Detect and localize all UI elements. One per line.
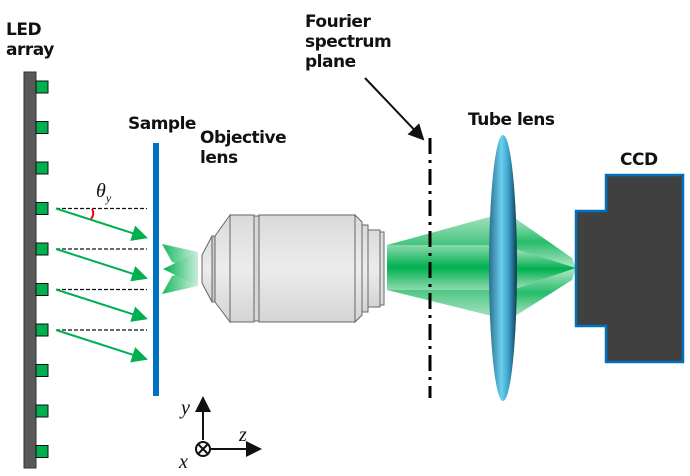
led-label-line2: array bbox=[6, 40, 54, 60]
illumination-rays bbox=[55, 207, 148, 363]
objective-label-line1: Objective bbox=[200, 128, 287, 148]
objective-lens bbox=[201, 213, 385, 324]
theta-label: θy bbox=[96, 180, 111, 206]
led bbox=[35, 80, 49, 94]
led bbox=[35, 364, 49, 377]
tube-lens bbox=[489, 135, 517, 401]
led bbox=[35, 121, 49, 134]
led bbox=[35, 404, 49, 418]
fourier-label-line2: spectrum bbox=[305, 32, 392, 52]
led bbox=[35, 283, 49, 296]
led-label-line1: LED bbox=[6, 20, 42, 40]
ccd-label: CCD bbox=[620, 150, 658, 170]
fourier-pointer-arrow bbox=[364, 77, 425, 141]
led bbox=[35, 323, 49, 337]
ccd-camera bbox=[574, 173, 685, 364]
led-array-label: LED array bbox=[6, 20, 54, 60]
led bbox=[35, 242, 49, 256]
axis-y-label: y bbox=[181, 397, 190, 419]
illumination-ray bbox=[55, 288, 148, 322]
converging-beam bbox=[512, 216, 576, 268]
illumination-ray bbox=[55, 207, 148, 241]
theta-symbol: θ bbox=[96, 180, 106, 202]
scatter-cone-mid bbox=[163, 252, 198, 286]
led-group bbox=[35, 80, 49, 458]
theta-subscript: y bbox=[105, 191, 112, 205]
sample-slide bbox=[153, 143, 159, 396]
fourier-label-line3: plane bbox=[305, 52, 356, 72]
objective-label: Objective lens bbox=[200, 128, 287, 168]
fourier-label-line1: Fourier bbox=[305, 12, 371, 32]
objective-label-line2: lens bbox=[200, 148, 238, 168]
sample-label: Sample bbox=[128, 114, 196, 134]
tube-lens-label: Tube lens bbox=[468, 110, 555, 130]
fourier-plane-label: Fourier spectrum plane bbox=[305, 12, 392, 72]
led bbox=[35, 202, 49, 215]
led bbox=[35, 161, 49, 175]
illumination-ray bbox=[55, 329, 148, 363]
axis-x-label: x bbox=[179, 451, 188, 473]
axis-x-into-page-icon bbox=[195, 441, 211, 457]
led bbox=[35, 445, 49, 458]
illumination-ray bbox=[55, 248, 148, 282]
led-array-bar bbox=[23, 71, 37, 469]
axis-z-label: z bbox=[239, 424, 247, 446]
angle-arc bbox=[90, 208, 95, 220]
